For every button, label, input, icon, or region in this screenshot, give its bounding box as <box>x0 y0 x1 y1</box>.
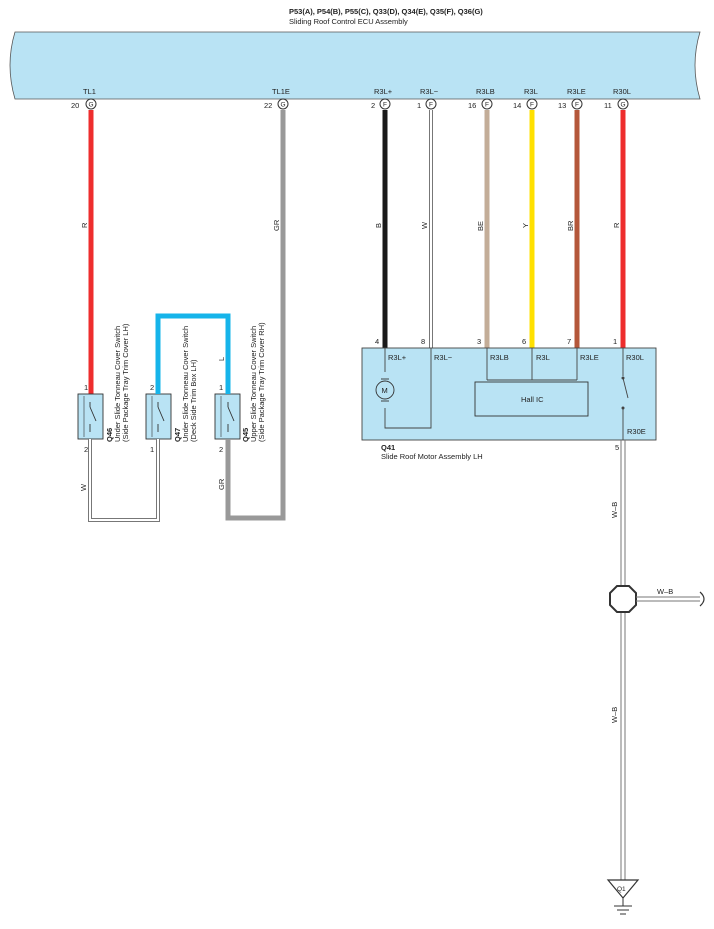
svg-text:F: F <box>485 102 489 109</box>
motor-r30e-label: R30E <box>627 427 646 436</box>
ecu-pin-r3l: 14 F <box>513 98 538 110</box>
wire-q46-q47-low-inner <box>89 439 159 521</box>
switch-q47-name: Under Slide Tonneau Cover Switch <box>181 326 190 442</box>
wire-color-q46-low: W <box>79 483 88 491</box>
ecu-pin-tl1e: 22 G <box>264 98 289 110</box>
motor-symbol-label: M <box>382 386 388 395</box>
svg-text:14: 14 <box>513 101 521 110</box>
svg-text:F: F <box>530 102 534 109</box>
ecu-pin-label-tl1e: TL1E <box>272 87 290 96</box>
switch-q46-ref: Q46 <box>105 428 114 442</box>
wire-color-r3le: BR <box>566 220 575 231</box>
svg-text:2: 2 <box>219 445 223 454</box>
switch-q45-sub: (Side Package Tray Trim Cover RH) <box>257 322 266 442</box>
svg-text:22: 22 <box>264 101 272 110</box>
ecu-pin-r3lb: 16 F <box>468 98 493 110</box>
svg-text:F: F <box>575 102 579 109</box>
switch-q47-ref: Q47 <box>173 428 182 442</box>
motor-pin-label-r30l: R30L <box>626 353 644 362</box>
switch-q45-ref: Q45 <box>241 428 250 442</box>
motor-return-wire <box>384 348 432 429</box>
ecu-pin-r3le: 13 F <box>558 98 583 110</box>
svg-text:G: G <box>89 102 94 109</box>
wire-q45-tl1e <box>225 439 286 521</box>
svg-text:G: G <box>281 102 286 109</box>
motor-pin-num-r30l: 1 <box>613 337 617 346</box>
motor-pin-label-r3lp: R3L+ <box>388 353 407 362</box>
wire-color-tl1e: GR <box>272 219 281 231</box>
ecu-pin-label-r3lp: R3L+ <box>374 87 393 96</box>
ecu-name: Sliding Roof Control ECU Assembly <box>289 17 408 26</box>
switch-q47: 2 1 <box>145 383 172 454</box>
svg-text:2: 2 <box>84 445 88 454</box>
motor-pin-num-r3le: 7 <box>567 337 571 346</box>
ecu-pin-r30l: 11 G <box>604 98 629 110</box>
svg-text:1: 1 <box>219 383 223 392</box>
motor-pin-num-r3lm: 8 <box>421 337 425 346</box>
ground-junction <box>609 585 637 613</box>
svg-text:F: F <box>383 102 387 109</box>
wire-color-ground-branch: W–B <box>657 587 673 596</box>
ground-point <box>606 879 640 899</box>
ecu-pin-label-r3l: R3L <box>524 87 538 96</box>
svg-text:13: 13 <box>558 101 566 110</box>
wire-color-ground-bottom: W–B <box>610 707 619 723</box>
motor-pin-label-r3le: R3LE <box>580 353 599 362</box>
wire-color-q47-link: L <box>217 357 226 361</box>
ecu-pin-label-r30l: R30L <box>613 87 631 96</box>
wire-color-ground-top: W–B <box>610 502 619 518</box>
motor-name: Slide Roof Motor Assembly LH <box>381 452 483 461</box>
motor-pin-num-r3l: 6 <box>522 337 526 346</box>
hall-ic-label: Hall IC <box>521 395 544 404</box>
svg-text:1: 1 <box>417 101 421 110</box>
svg-text:F: F <box>429 102 433 109</box>
ecu-codes: P53(A), P54(B), P55(C), Q33(D), Q34(E), … <box>289 7 483 16</box>
motor-pin-label-r3lm: R3L− <box>434 353 453 362</box>
svg-text:20: 20 <box>71 101 79 110</box>
motor-pin-label-r3lb: R3LB <box>490 353 509 362</box>
wire-color-r30l: R <box>612 222 621 228</box>
svg-text:2: 2 <box>150 383 154 392</box>
ecu-pin-tl1: 20 G <box>71 98 97 110</box>
switch-q47-sub: (Deck Side Trim Box LH) <box>189 359 198 442</box>
hall-ic-box <box>474 381 589 417</box>
switch-q46-sub: (Side Package Tray Trim Cover LH) <box>121 323 130 442</box>
switch-q45-name: Upper Slide Tonneau Cover Switch <box>249 326 258 442</box>
motor-r30e-pin: 5 <box>615 443 619 452</box>
wire-color-r3lb: BE <box>476 221 485 231</box>
ecu-pin-r3lp: 2 F <box>371 98 391 110</box>
svg-text:16: 16 <box>468 101 476 110</box>
motor-symbol <box>375 380 395 400</box>
wire-color-r3lp: B <box>374 223 383 228</box>
svg-text:1: 1 <box>84 383 88 392</box>
ecu-pin-r3lm: 1 F <box>417 98 437 110</box>
wire-color-r3l: Y <box>521 223 530 228</box>
ecu-body <box>9 31 701 100</box>
ecu-pin-label-tl1: TL1 <box>83 87 96 96</box>
switch-q45: 1 2 <box>214 383 241 454</box>
svg-text:1: 1 <box>150 445 154 454</box>
motor-pin-num-r3lp: 4 <box>375 337 379 346</box>
motor-pin-label-r3l: R3L <box>536 353 550 362</box>
wire-color-q45-low: GR <box>217 478 226 490</box>
svg-text:11: 11 <box>604 101 612 110</box>
motor-pin-num-r3lb: 3 <box>477 337 481 346</box>
svg-text:2: 2 <box>371 101 375 110</box>
ecu-pin-label-r3lb: R3LB <box>476 87 495 96</box>
wire-color-tl1: R <box>80 222 89 228</box>
wire-q47-q45-link <box>155 313 231 394</box>
wire-color-r3lm: W <box>420 221 429 229</box>
ecu-pin-label-r3lm: R3L− <box>420 87 439 96</box>
wire-q46-q47-low-outer <box>88 439 160 522</box>
ground-ref: Q1 <box>617 886 626 893</box>
ecu-pin-label-r3le: R3LE <box>567 87 586 96</box>
switch-q46-name: Under Slide Tonneau Cover Switch <box>113 326 122 442</box>
svg-text:G: G <box>621 102 626 109</box>
motor-ref: Q41 <box>381 443 395 452</box>
